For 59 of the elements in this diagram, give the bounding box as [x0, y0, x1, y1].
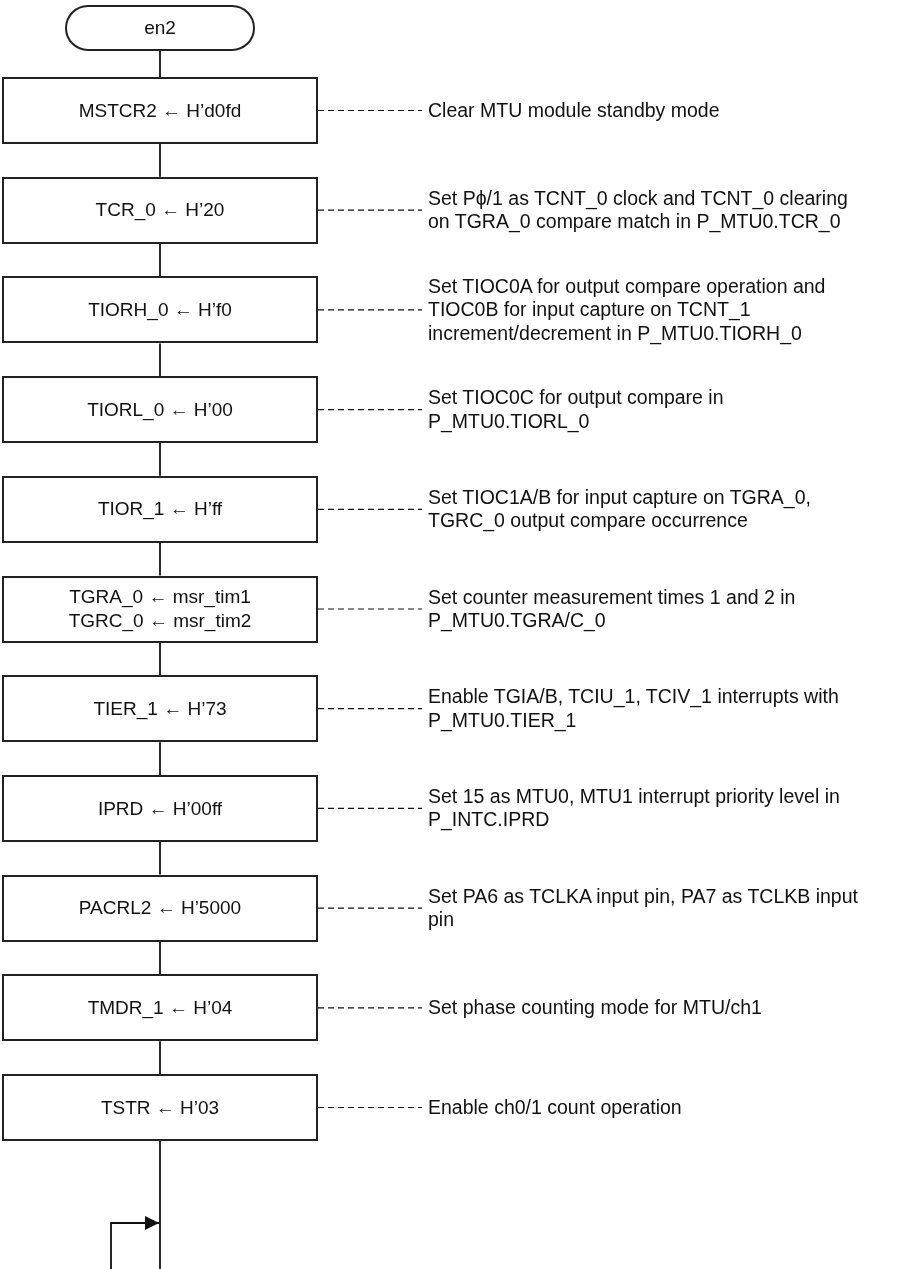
step-text: MSTCR2 ← H’d0fd	[78, 98, 242, 123]
connector-line	[159, 841, 161, 876]
dashed-leader-line	[317, 807, 423, 809]
note-text: Set 15 as MTU0, MTU1 interrupt priority level in P_INTC.IPRD	[428, 785, 841, 832]
process-box	[2, 874, 318, 942]
connector-line	[159, 143, 161, 178]
step-text: TCR_0 ← H’20	[95, 198, 225, 223]
process-box	[2, 276, 318, 344]
step-text: PACRL2 ← H’5000	[78, 896, 242, 920]
note-text: Set Pϕ/1 as TCNT_0 clock and TCNT_0 clearing on TGRA_0 compare match in P_MTU0.TCR_0	[428, 186, 849, 234]
process-box	[2, 575, 318, 643]
process-box	[2, 1074, 318, 1141]
process-box	[2, 376, 318, 444]
connector-line	[159, 541, 161, 577]
terminal-node	[65, 5, 255, 51]
dashed-leader-line	[317, 1106, 423, 1109]
connector-line	[159, 1040, 161, 1075]
process-box	[2, 77, 318, 144]
process-box	[2, 774, 318, 842]
step-text: TIORH_0 ← H’f0	[88, 298, 232, 322]
dashed-leader-line	[317, 907, 423, 909]
dashed-leader-line	[317, 409, 423, 411]
step-text: TMDR_1 ← H’04	[87, 995, 233, 1020]
note-text: Set phase counting mode for MTU/ch1	[428, 996, 762, 1020]
connector-line	[159, 342, 161, 377]
dashed-leader-line	[317, 109, 423, 112]
step-text: TGRA_0 ← msr_tim1	[69, 585, 251, 609]
note-text: Set TIOC0C for output compare in P_MTU0.TIORL_0	[428, 386, 725, 433]
dashed-leader-line	[317, 1007, 423, 1009]
dashed-leader-line	[317, 209, 423, 211]
connector-line	[159, 50, 161, 78]
step-text: TIOR_1 ← H’ff	[97, 497, 223, 522]
connector-line	[159, 741, 161, 776]
note-text: Enable ch0/1 count operation	[428, 1095, 682, 1120]
note-text: Enable TGIA/B, TCIU_1, TCIV_1 interrupts with P_MTU0.TIER_1	[428, 685, 840, 733]
step-text: TSTR ← H’03	[100, 1095, 220, 1120]
note-text: Clear MTU module standby mode	[428, 98, 720, 123]
process-box	[2, 475, 318, 543]
note-text: Set TIOC0A for output compare operation and TIOC0B for input capture on TCNT_1 increment/decrement in P_MTU0.TIORH_0	[428, 274, 827, 345]
note-text: Set PA6 as TCLKA input pin, PA7 as TCLKB input pin	[428, 884, 859, 932]
process-box	[2, 974, 318, 1042]
dashed-leader-line	[317, 309, 423, 311]
step-text: TIER_1 ← H’73	[93, 696, 227, 721]
dashed-leader-line	[317, 708, 423, 710]
step-text: TGRC_0 ← msr_tim2	[68, 609, 252, 633]
connector-line	[159, 1140, 161, 1269]
process-box	[2, 176, 318, 244]
connector-line	[159, 442, 161, 477]
note-text: Set counter measurement times 1 and 2 in P_MTU0.TGRA/C_0	[428, 585, 797, 633]
step-text: TIORL_0 ← H’00	[87, 397, 233, 422]
dashed-leader-line	[317, 608, 423, 610]
connector-line	[159, 641, 161, 677]
process-box	[2, 675, 318, 743]
connector-line	[159, 242, 161, 278]
connector-line	[159, 940, 161, 976]
note-text: Set TIOC1A/B for input capture on TGRA_0, TGRC_0 output compare occurrence	[428, 485, 812, 533]
step-text: IPRD ← H’00ff	[97, 796, 223, 821]
dashed-leader-line	[317, 508, 423, 510]
step-text: en2	[144, 16, 176, 40]
